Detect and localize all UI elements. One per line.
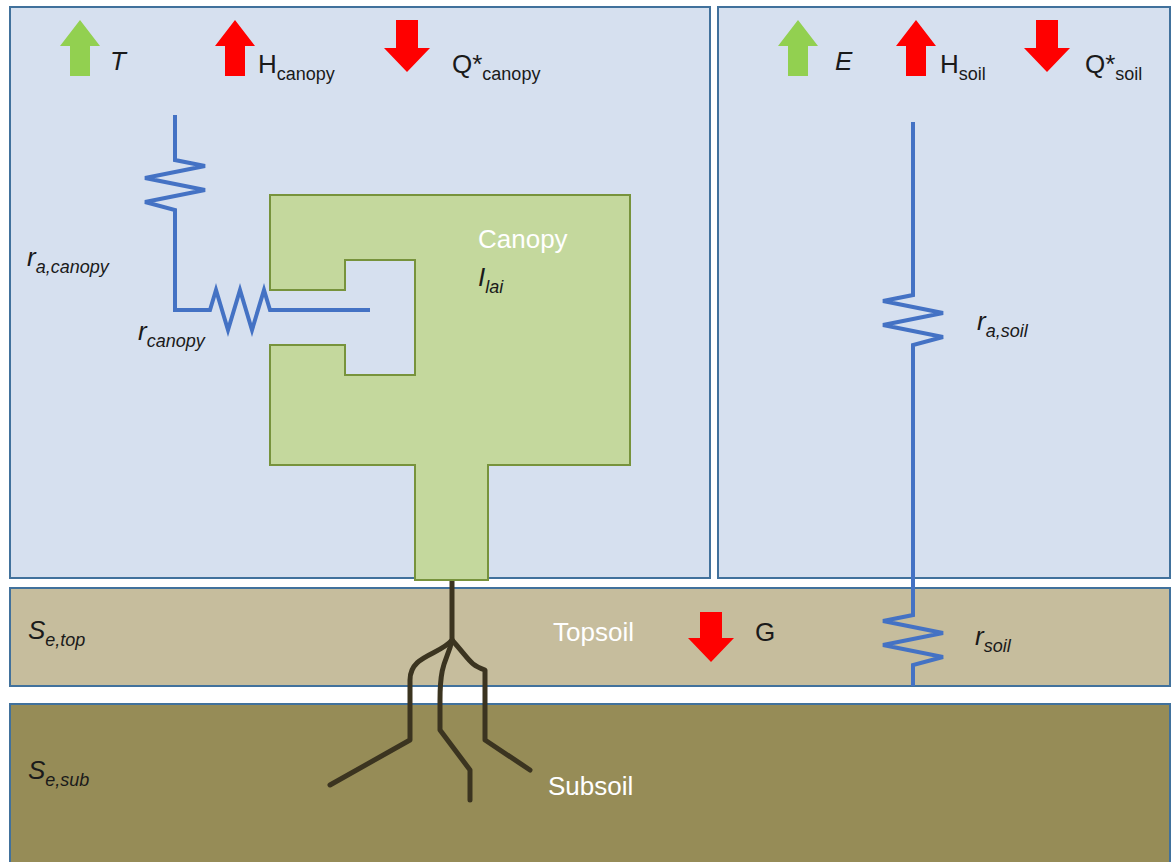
resistance-label: rcanopy bbox=[138, 317, 205, 352]
variable-label: Se,sub bbox=[28, 756, 89, 791]
flux-label: Hsoil bbox=[940, 50, 986, 85]
resistance-label: rsoil bbox=[975, 622, 1011, 657]
flux-label: E bbox=[835, 47, 852, 77]
heat-arrow bbox=[215, 20, 255, 76]
heat-arrow bbox=[896, 20, 936, 76]
ground-heat-arrow bbox=[688, 612, 734, 662]
evaporation-arrow bbox=[778, 20, 818, 76]
resistance-label: ra,soil bbox=[977, 307, 1028, 342]
topsoil-band: Se,top Topsoil Grsoil bbox=[10, 588, 1170, 686]
resistance-label: ra,canopy bbox=[27, 243, 109, 278]
radiation-arrow bbox=[1024, 20, 1070, 72]
subsoil-band: Se,sub Subsoil bbox=[10, 704, 1170, 862]
soil-panel: E Hsoil Q*soil ra,soil bbox=[718, 7, 1170, 578]
soil-panel bbox=[718, 7, 1170, 578]
radiation-arrow bbox=[384, 20, 430, 72]
flux-label: T bbox=[110, 47, 126, 77]
variable-label: Se,top bbox=[28, 616, 85, 651]
variable-label: Ilai bbox=[478, 263, 503, 298]
flux-label: G bbox=[755, 618, 775, 648]
resistor-symbol bbox=[883, 122, 943, 686]
part-name: Subsoil bbox=[548, 772, 633, 802]
canopy-panel: T Hcanopy Q*canopy ra,canopy rcanopy CanopyIl… bbox=[10, 7, 710, 578]
flux-label: Q*canopy bbox=[452, 50, 540, 85]
part-name: Canopy bbox=[478, 225, 568, 255]
flux-label: Q*soil bbox=[1085, 50, 1142, 85]
roots bbox=[330, 580, 530, 800]
part-name: Topsoil bbox=[553, 618, 634, 648]
canopy-shape: CanopyIlai bbox=[270, 195, 630, 580]
flux-label: Hcanopy bbox=[258, 50, 335, 85]
canopy-outline bbox=[270, 195, 630, 580]
topsoil-band bbox=[10, 588, 1170, 686]
transpiration-arrow bbox=[60, 20, 100, 76]
subsoil-band bbox=[10, 704, 1170, 862]
